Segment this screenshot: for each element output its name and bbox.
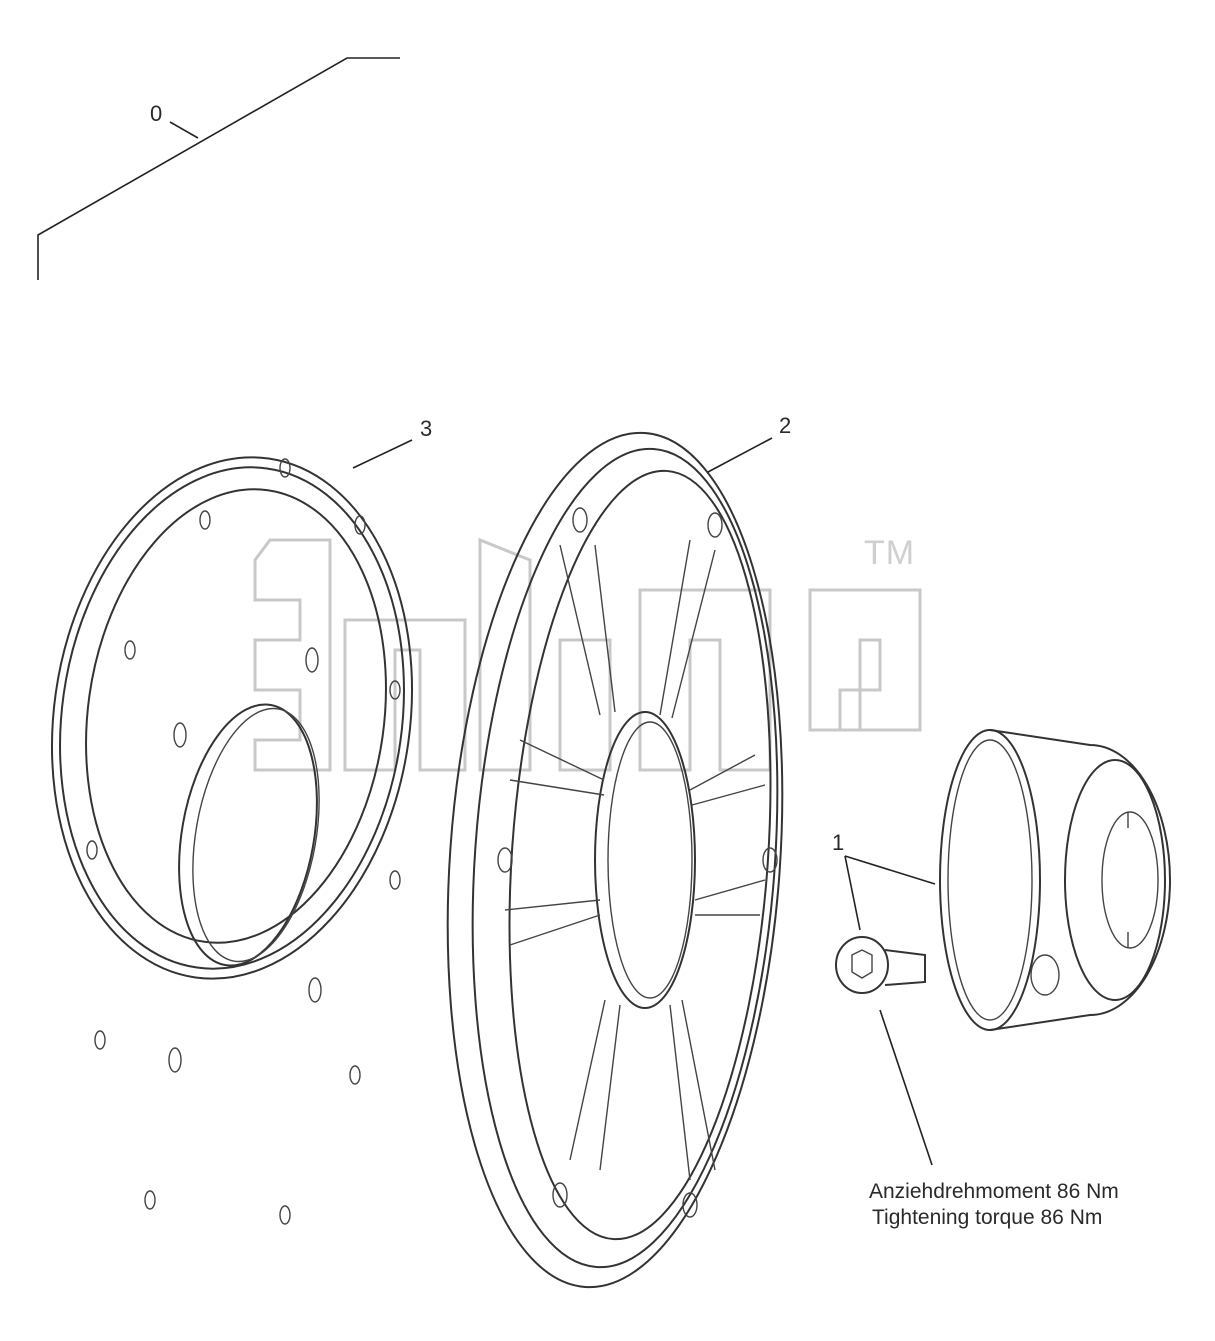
hub-gear-1 <box>939 729 1171 1031</box>
watermark-logo <box>253 537 922 772</box>
callout-item-3: 3 <box>420 416 433 441</box>
callout-item-2: 2 <box>779 413 792 438</box>
callout-item-0: 0 <box>150 101 163 126</box>
flywheel-disc-3 <box>51 456 413 1225</box>
cap-screw-bolt <box>835 936 926 994</box>
watermark-tm: TM <box>864 534 916 572</box>
leader-lines <box>352 437 936 1166</box>
adapter-plate-2 <box>446 431 784 1289</box>
torque-note-german: Anziehdrehmoment 86 Nm <box>869 1180 1119 1203</box>
callout-item-1: 1 <box>832 830 845 855</box>
assembly-bracket-0 <box>37 57 400 280</box>
torque-note-english: Tightening torque 86 Nm <box>872 1206 1103 1229</box>
